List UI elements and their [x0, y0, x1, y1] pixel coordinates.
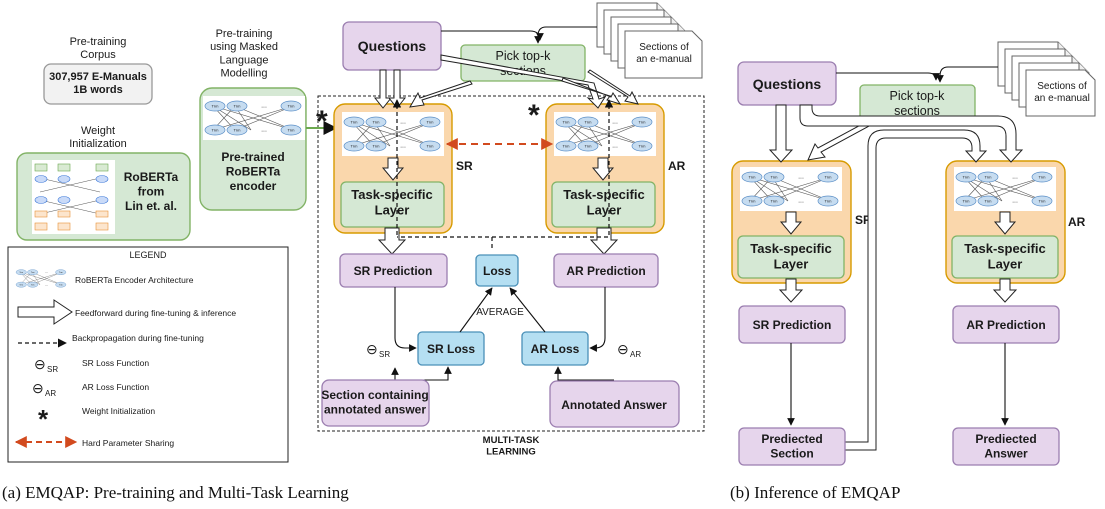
- legend-item-weight-init: Weight Initialization: [82, 406, 155, 416]
- legend-star-icon: *: [38, 404, 49, 434]
- legend-item-sharing: Hard Parameter Sharing: [82, 438, 174, 448]
- inf-questions: Questions: [753, 76, 822, 92]
- legend-item-feedforward: Feedforward during fine-tuning & inferen…: [75, 308, 236, 318]
- legend-item-ar-loss: AR Loss Function: [82, 382, 149, 392]
- inf-ar-encoder: [953, 166, 1057, 212]
- inf-sr-encoder: [739, 166, 843, 212]
- mtl-region: [317, 95, 705, 432]
- mtl-sections-docs: [596, 2, 703, 79]
- caption-b: (b) Inference of EMQAP: [730, 483, 900, 502]
- legend-title: LEGEND: [129, 250, 167, 260]
- mtl-sr-loss: SR Loss: [427, 342, 475, 356]
- mtl-sr-tag: SR: [456, 159, 473, 173]
- mtl-theta-ar-sub: AR: [630, 350, 641, 359]
- legend-theta-sr-sub: SR: [47, 365, 58, 374]
- caption-a: (a) EMQAP: Pre-training and Multi-Task L…: [2, 483, 349, 502]
- mtl-theta-ar-icon: ⊖: [617, 341, 629, 357]
- inf-sr-prediction: SR Prediction: [753, 318, 832, 332]
- mtl-ar-loss: AR Loss: [531, 342, 580, 356]
- inf-ar-prediction: AR Prediction: [966, 318, 1045, 332]
- mtl-theta-sr-icon: ⊖: [366, 341, 378, 357]
- mtl-sr-encoder: [341, 111, 445, 157]
- mtl-sr-star: *: [316, 105, 328, 138]
- mtl-theta-sr-sub: SR: [379, 350, 390, 359]
- legend-theta-ar-icon: ⊖: [32, 380, 44, 396]
- roberta-stack-image: [32, 160, 115, 234]
- mtl-sr-prediction: SR Prediction: [354, 264, 433, 278]
- legend-theta-sr-icon: ⊖: [34, 356, 46, 372]
- inf-sections-docs: [997, 41, 1096, 117]
- mtl-annotated-answer: Annotated Answer: [561, 398, 667, 412]
- mtl-loss: Loss: [483, 264, 511, 278]
- mtl-average-label: AVERAGE: [476, 307, 524, 318]
- mtl-questions: Questions: [358, 38, 427, 54]
- mtl-ar-encoder: [553, 111, 657, 157]
- legend-item-backprop: Backpropagation during fine-tuning: [72, 333, 204, 343]
- legend-theta-ar-sub: AR: [45, 389, 56, 398]
- mtl-ar-tag: AR: [668, 159, 686, 173]
- legend-encoder-icon: [14, 266, 69, 291]
- legend-feedforward-arrow: [17, 299, 73, 325]
- legend-item-encoder: RoBERTa Encoder Architecture: [75, 275, 194, 285]
- legend-item-sr-loss: SR Loss Function: [82, 358, 149, 368]
- mtl-ar-star: *: [528, 99, 540, 132]
- inf-ar-tag: AR: [1068, 215, 1086, 229]
- mlm-encoder-graphic: [202, 95, 306, 141]
- mtl-ar-prediction: AR Prediction: [566, 264, 645, 278]
